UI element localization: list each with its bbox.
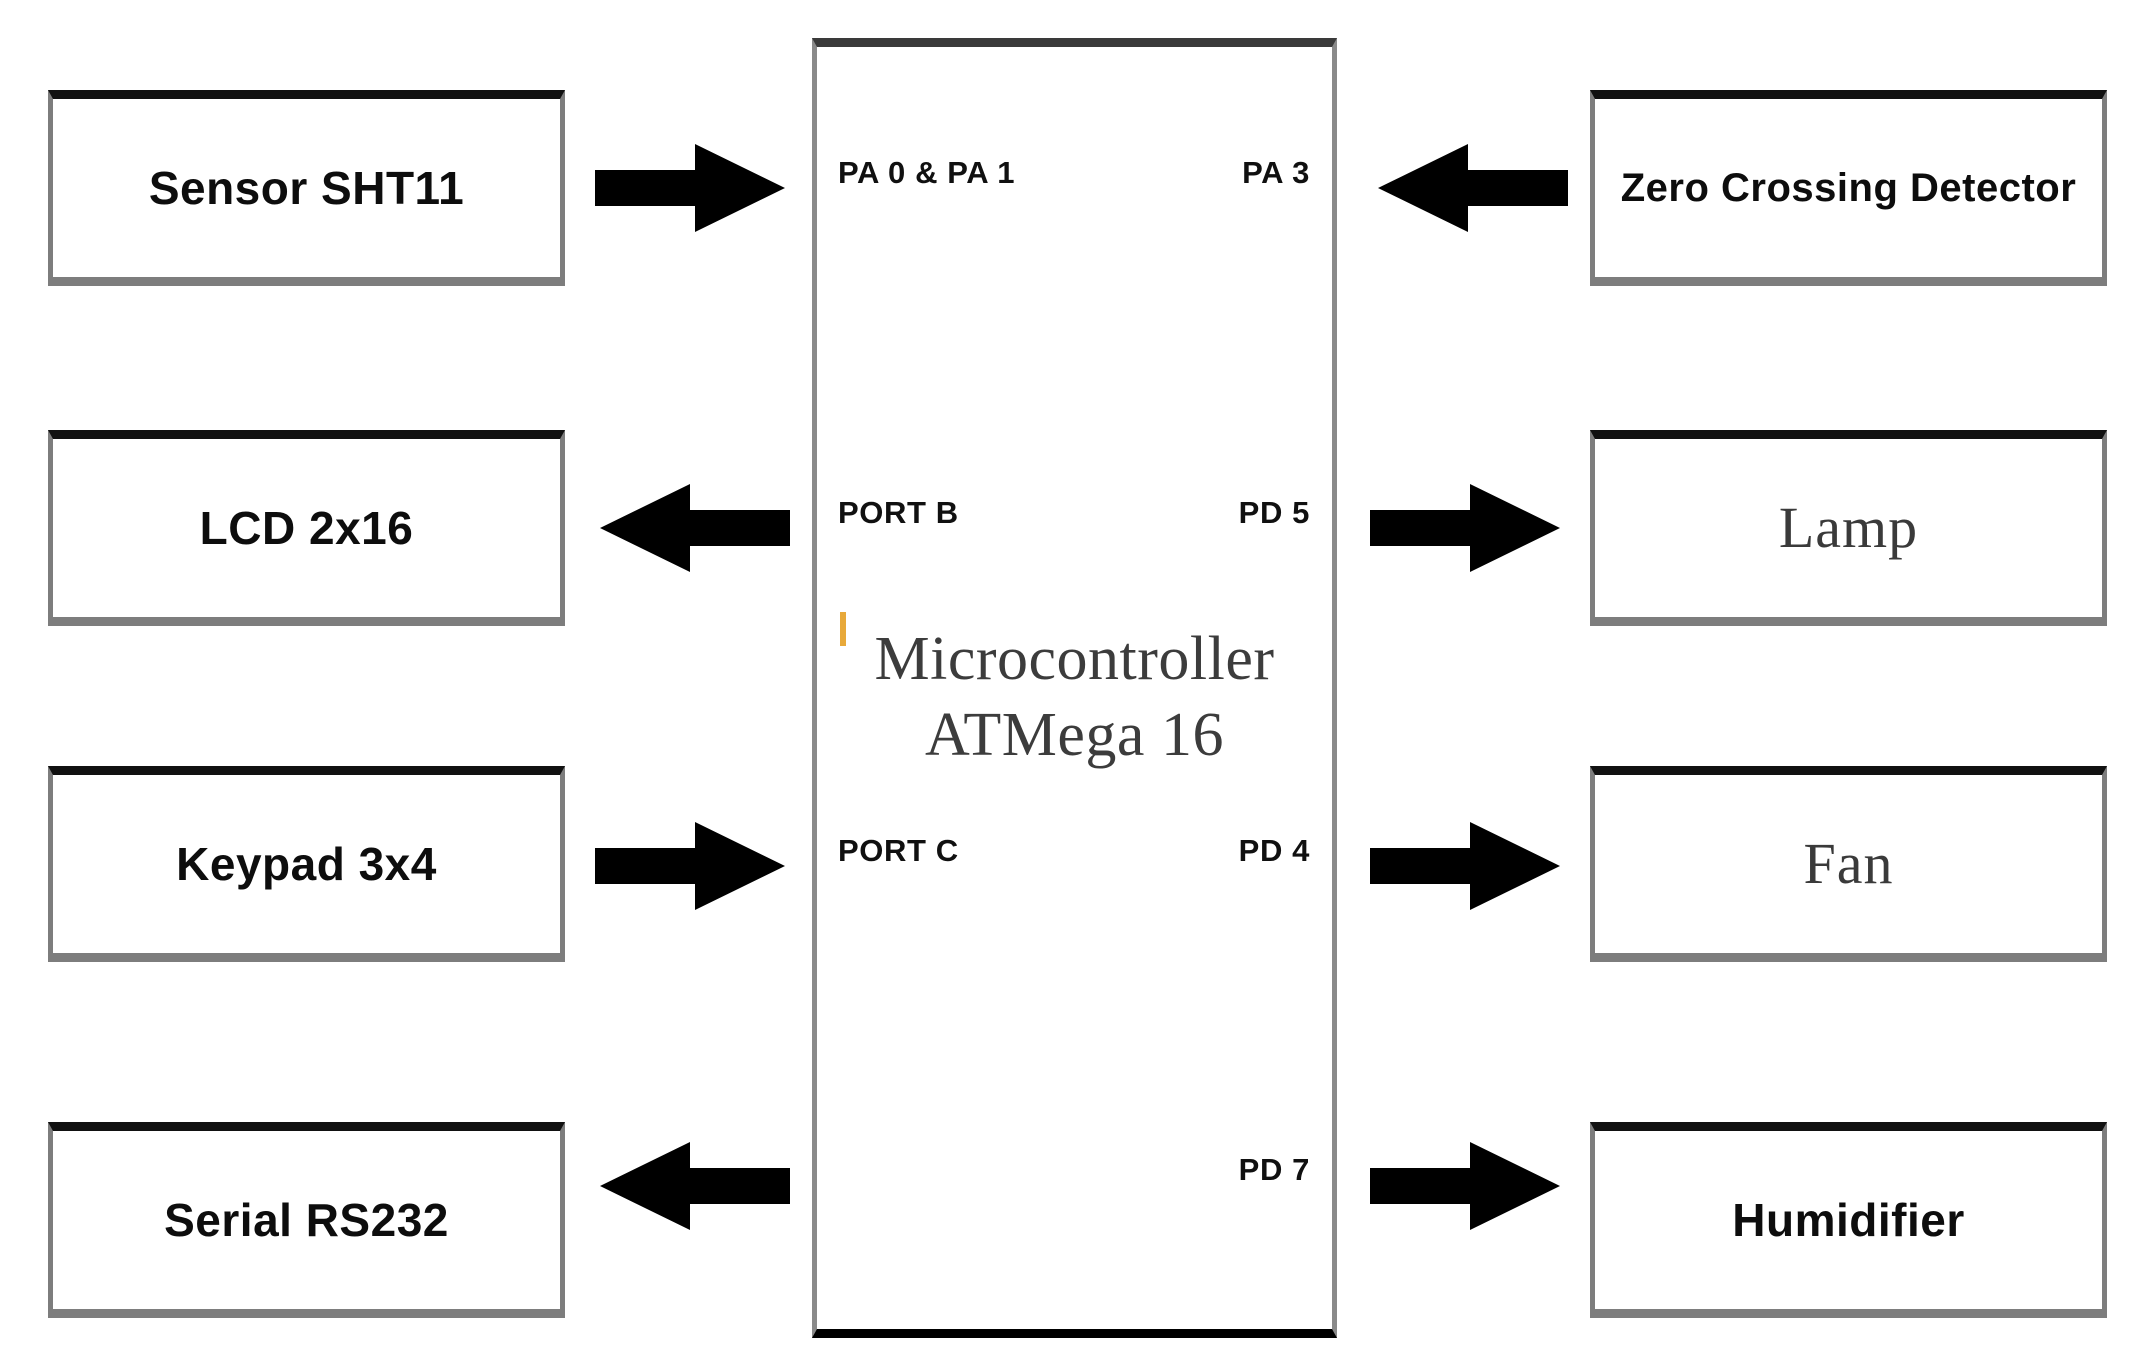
block-keypad-3x4[interactable]: Keypad 3x4: [48, 766, 565, 962]
pin-label-pa3: PA 3: [1242, 155, 1310, 190]
block-label: Serial RS232: [164, 1193, 449, 1246]
microcontroller-title: Microcontroller ATMega 16: [817, 622, 1332, 773]
arrow-mcu-to-lcd: [600, 482, 790, 574]
block-humidifier[interactable]: Humidifier: [1590, 1122, 2107, 1318]
arrow-sensor-to-mcu: [595, 142, 785, 234]
block-label: Keypad 3x4: [176, 837, 437, 890]
pin-label-pd4: PD 4: [1238, 833, 1310, 868]
accent-tick-mark: [840, 612, 846, 646]
arrow-mcu-to-humidifier: [1370, 1140, 1560, 1232]
pin-label-pd7: PD 7: [1238, 1152, 1310, 1187]
block-label: Fan: [1803, 830, 1894, 896]
microcontroller-title-line2: ATMega 16: [925, 700, 1224, 769]
block-lcd-2x16[interactable]: LCD 2x16: [48, 430, 565, 626]
block-microcontroller[interactable]: Microcontroller ATMega 16: [812, 38, 1337, 1338]
pin-label-pa0-pa1: PA 0 & PA 1: [838, 155, 1016, 190]
block-label: LCD 2x16: [199, 501, 414, 554]
arrow-mcu-to-fan: [1370, 820, 1560, 912]
microcontroller-title-line1: Microcontroller: [874, 625, 1275, 693]
pin-label-port-b: PORT B: [838, 495, 959, 530]
block-serial-rs232[interactable]: Serial RS232: [48, 1122, 565, 1318]
pin-label-pd5: PD 5: [1238, 495, 1310, 530]
block-zero-crossing-detector[interactable]: Zero Crossing Detector: [1590, 90, 2107, 286]
arrow-mcu-to-lamp: [1370, 482, 1560, 574]
block-fan[interactable]: Fan: [1590, 766, 2107, 962]
pin-label-port-c: PORT C: [838, 833, 959, 868]
block-label: Sensor SHT11: [148, 161, 465, 214]
block-label: Zero Crossing Detector: [1620, 166, 2077, 210]
block-sensor-sht11[interactable]: Sensor SHT11: [48, 90, 565, 286]
block-label: Humidifier: [1732, 1193, 1965, 1246]
arrow-mcu-to-serial: [600, 1140, 790, 1232]
block-label: Lamp: [1778, 494, 1919, 560]
arrow-keypad-to-mcu: [595, 820, 785, 912]
block-lamp[interactable]: Lamp: [1590, 430, 2107, 626]
arrow-zcd-to-mcu: [1378, 142, 1568, 234]
